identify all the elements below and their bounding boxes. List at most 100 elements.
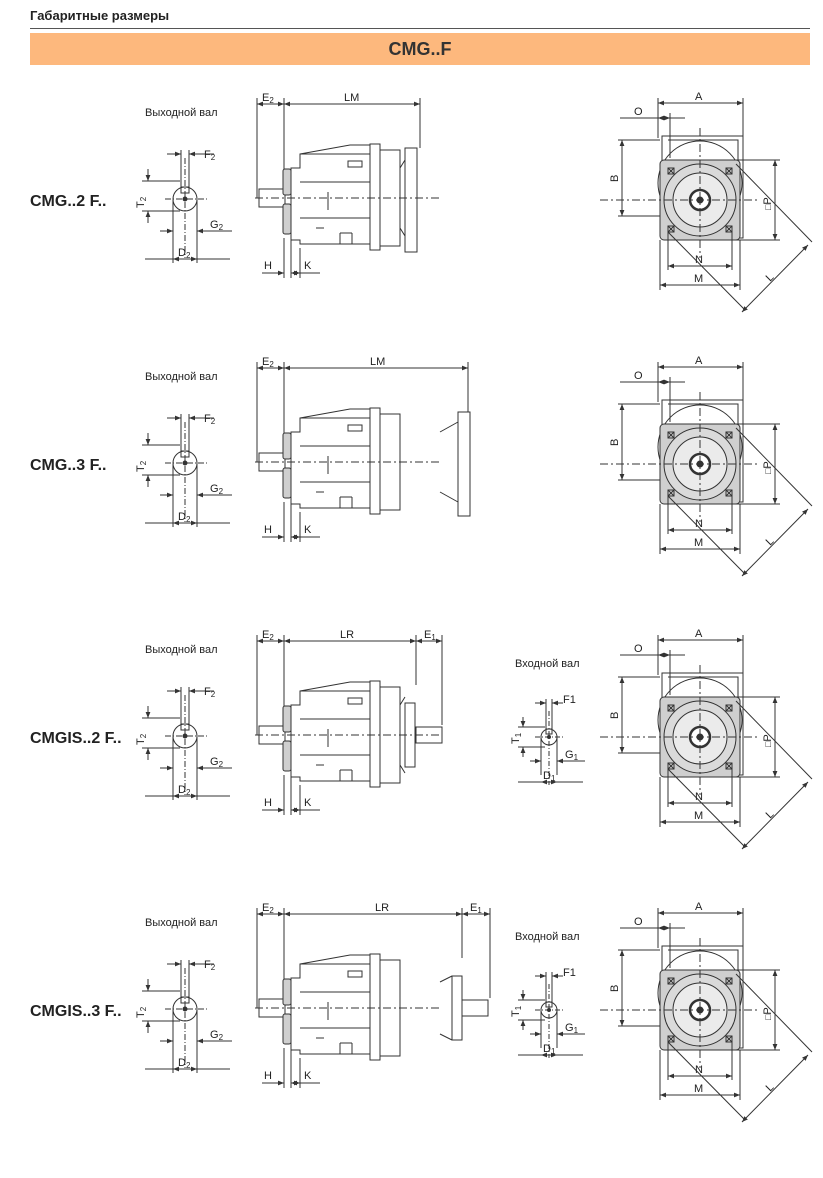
dim-g2-label: G2: [210, 1029, 224, 1042]
dim-p-label: □P: [762, 197, 774, 210]
side-view: [255, 362, 471, 542]
dim-o-label: O: [634, 106, 643, 118]
dim-e2-label: E2: [262, 356, 274, 369]
dim-g2-label: G2: [210, 483, 224, 496]
side-housing-rib: [369, 680, 381, 788]
dim-n-label: N: [695, 254, 703, 266]
dim-g2-label: G2: [210, 219, 224, 232]
drawing-svg: CMGIS..3 F.. Выходной вал F2 T2 G2 D2: [30, 901, 813, 1123]
dim-length-label: LM: [344, 92, 359, 104]
dim-length-label: LM: [370, 356, 385, 368]
dim-k-label: K: [304, 524, 312, 536]
dim-k-label: K: [304, 797, 312, 809]
dim-e2-label: E2: [262, 902, 274, 915]
dim-h-label: H: [264, 1070, 272, 1082]
dim-h-label: H: [264, 524, 272, 536]
dim-o-label: O: [634, 643, 643, 655]
front-view: [600, 908, 813, 1123]
dim-b-label: B: [609, 175, 621, 182]
dim-b-label: B: [609, 712, 621, 719]
dim-h-label: H: [264, 260, 272, 272]
drawing-svg: CMG..2 F.. Выходной вал F2 T2 G2 D2: [30, 91, 813, 313]
output-shaft-label: Выходной вал: [145, 107, 218, 119]
input-shaft-label: Входной вал: [515, 658, 580, 670]
dim-f1-label: F1: [563, 694, 576, 706]
dim-length-label: LR: [375, 902, 389, 914]
dim-l-label: L: [764, 808, 777, 821]
banner-title: CMG..F: [388, 39, 452, 59]
dim-t1-label: T1: [510, 1005, 523, 1017]
dimension-row-4: CMGIS..3 F.. Выходной вал F2 T2 G2 D2: [0, 898, 823, 1178]
dim-g2-label: G2: [210, 756, 224, 769]
front-view: [600, 635, 813, 850]
dim-k-label: K: [304, 260, 312, 272]
side-view: [255, 908, 491, 1088]
side-output-flange: [282, 705, 292, 733]
dim-f2-label: F2: [204, 959, 216, 972]
dim-m-label: M: [694, 1083, 703, 1095]
dim-n-label: N: [695, 1064, 703, 1076]
dim-p-label: □P: [762, 734, 774, 747]
output-shaft-view: Выходной вал: [142, 917, 232, 1073]
dim-m-label: M: [694, 273, 703, 285]
dim-d2-label: D2: [178, 1057, 191, 1070]
dim-o-label: O: [634, 916, 643, 928]
dim-e2-label: E2: [262, 92, 274, 105]
side-view: [255, 635, 443, 815]
dimension-row-1: CMG..2 F.. Выходной вал F2 T2 G2 D2: [0, 88, 823, 368]
side-view: [255, 98, 440, 278]
side-input-flange: [404, 147, 418, 253]
dim-a-label: A: [695, 628, 703, 640]
dim-d1-label: D1: [543, 1043, 556, 1056]
model-name: CMGIS..2 F..: [30, 730, 122, 747]
side-output-flange: [282, 978, 292, 1006]
model-name: CMGIS..3 F..: [30, 1003, 122, 1020]
dim-f2-label: F2: [204, 686, 216, 699]
side-housing-rib: [369, 953, 381, 1061]
dim-d1-label: D1: [543, 770, 556, 783]
output-shaft-label: Выходной вал: [145, 371, 218, 383]
dim-b-label: B: [609, 985, 621, 992]
dim-t2-label: T2: [135, 460, 148, 472]
dim-l-label: L: [764, 535, 777, 548]
side-output-flange: [282, 168, 292, 196]
input-shaft-view: Входной вал: [515, 658, 585, 785]
output-shaft-label: Выходной вал: [145, 644, 218, 656]
dim-m-label: M: [694, 810, 703, 822]
dim-t2-label: T2: [135, 1006, 148, 1018]
dimension-row-3: CMGIS..2 F.. Выходной вал F2 T2 G2 D2: [0, 625, 823, 905]
dim-p-label: □P: [762, 461, 774, 474]
dim-f2-label: F2: [204, 149, 216, 162]
dim-f2-label: F2: [204, 413, 216, 426]
dimension-row-2: CMG..3 F.. Выходной вал F2 T2 G2 D2: [0, 352, 823, 632]
dim-length-label: LR: [340, 629, 354, 641]
dim-n-label: N: [695, 518, 703, 530]
dim-f1-label: F1: [563, 967, 576, 979]
dim-t1-label: T1: [510, 732, 523, 744]
dim-d2-label: D2: [178, 247, 191, 260]
dim-k-label: K: [304, 1070, 312, 1082]
model-name: CMG..2 F..: [30, 193, 106, 210]
dim-g1-label: G1: [565, 749, 579, 762]
page-title: Габаритные размеры: [30, 8, 170, 23]
dim-h-label: H: [264, 797, 272, 809]
dim-e1-label: E1: [470, 902, 482, 915]
output-shaft-view: Выходной вал: [142, 644, 232, 800]
front-view: [600, 98, 813, 313]
model-name: CMG..3 F..: [30, 457, 106, 474]
dim-b-label: B: [609, 439, 621, 446]
front-view: [600, 362, 813, 577]
model-banner: CMG..F: [30, 33, 810, 65]
side-housing-rib: [369, 143, 381, 251]
dim-l-label: L: [764, 1081, 777, 1094]
dim-a-label: A: [695, 91, 703, 103]
dim-o-label: O: [634, 370, 643, 382]
dim-e2-label: E2: [262, 629, 274, 642]
side-input-flange: [451, 975, 463, 1041]
side-input-shaft: [415, 726, 443, 744]
output-shaft-view: Выходной вал: [142, 107, 232, 263]
dim-e1-label: E1: [424, 629, 436, 642]
dim-d2-label: D2: [178, 784, 191, 797]
dim-a-label: A: [695, 901, 703, 913]
side-output-flange: [282, 432, 292, 460]
